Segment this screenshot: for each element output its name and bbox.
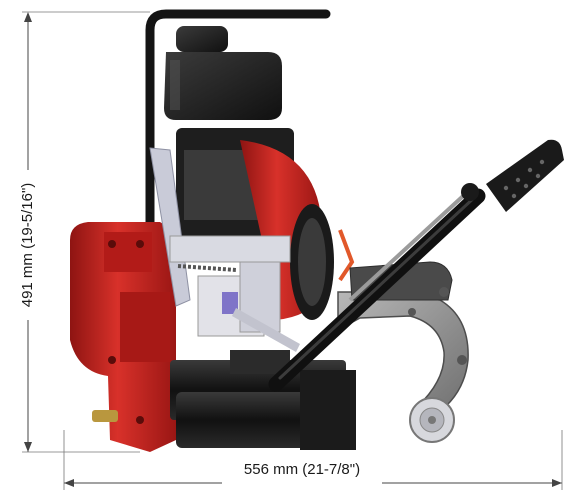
engine-block <box>176 128 355 320</box>
width-dimension: 556 mm (21-7/8") <box>63 430 563 490</box>
machine-illustration <box>70 9 564 452</box>
lever-knob[interactable] <box>461 183 479 201</box>
lever-arm <box>268 139 564 392</box>
width-label: 556 mm (21-7/8") <box>244 461 360 478</box>
brass-fitting <box>92 410 118 422</box>
height-dimension: 491 mm (19-5/16") <box>14 11 150 453</box>
height-label: 491 mm (19-5/16") <box>19 183 36 308</box>
arrow-left-icon <box>64 479 74 487</box>
carry-handle <box>145 9 331 235</box>
linkage-assembly <box>149 147 300 352</box>
arrow-up-icon <box>24 12 32 22</box>
gearbox-housing <box>70 222 176 452</box>
support-bracket <box>337 261 469 443</box>
drive-cylinder <box>170 350 356 450</box>
handle-grip[interactable] <box>486 139 564 212</box>
fuel-tank <box>164 26 282 120</box>
arrow-right-icon <box>552 479 562 487</box>
arrow-down-icon <box>24 442 32 452</box>
